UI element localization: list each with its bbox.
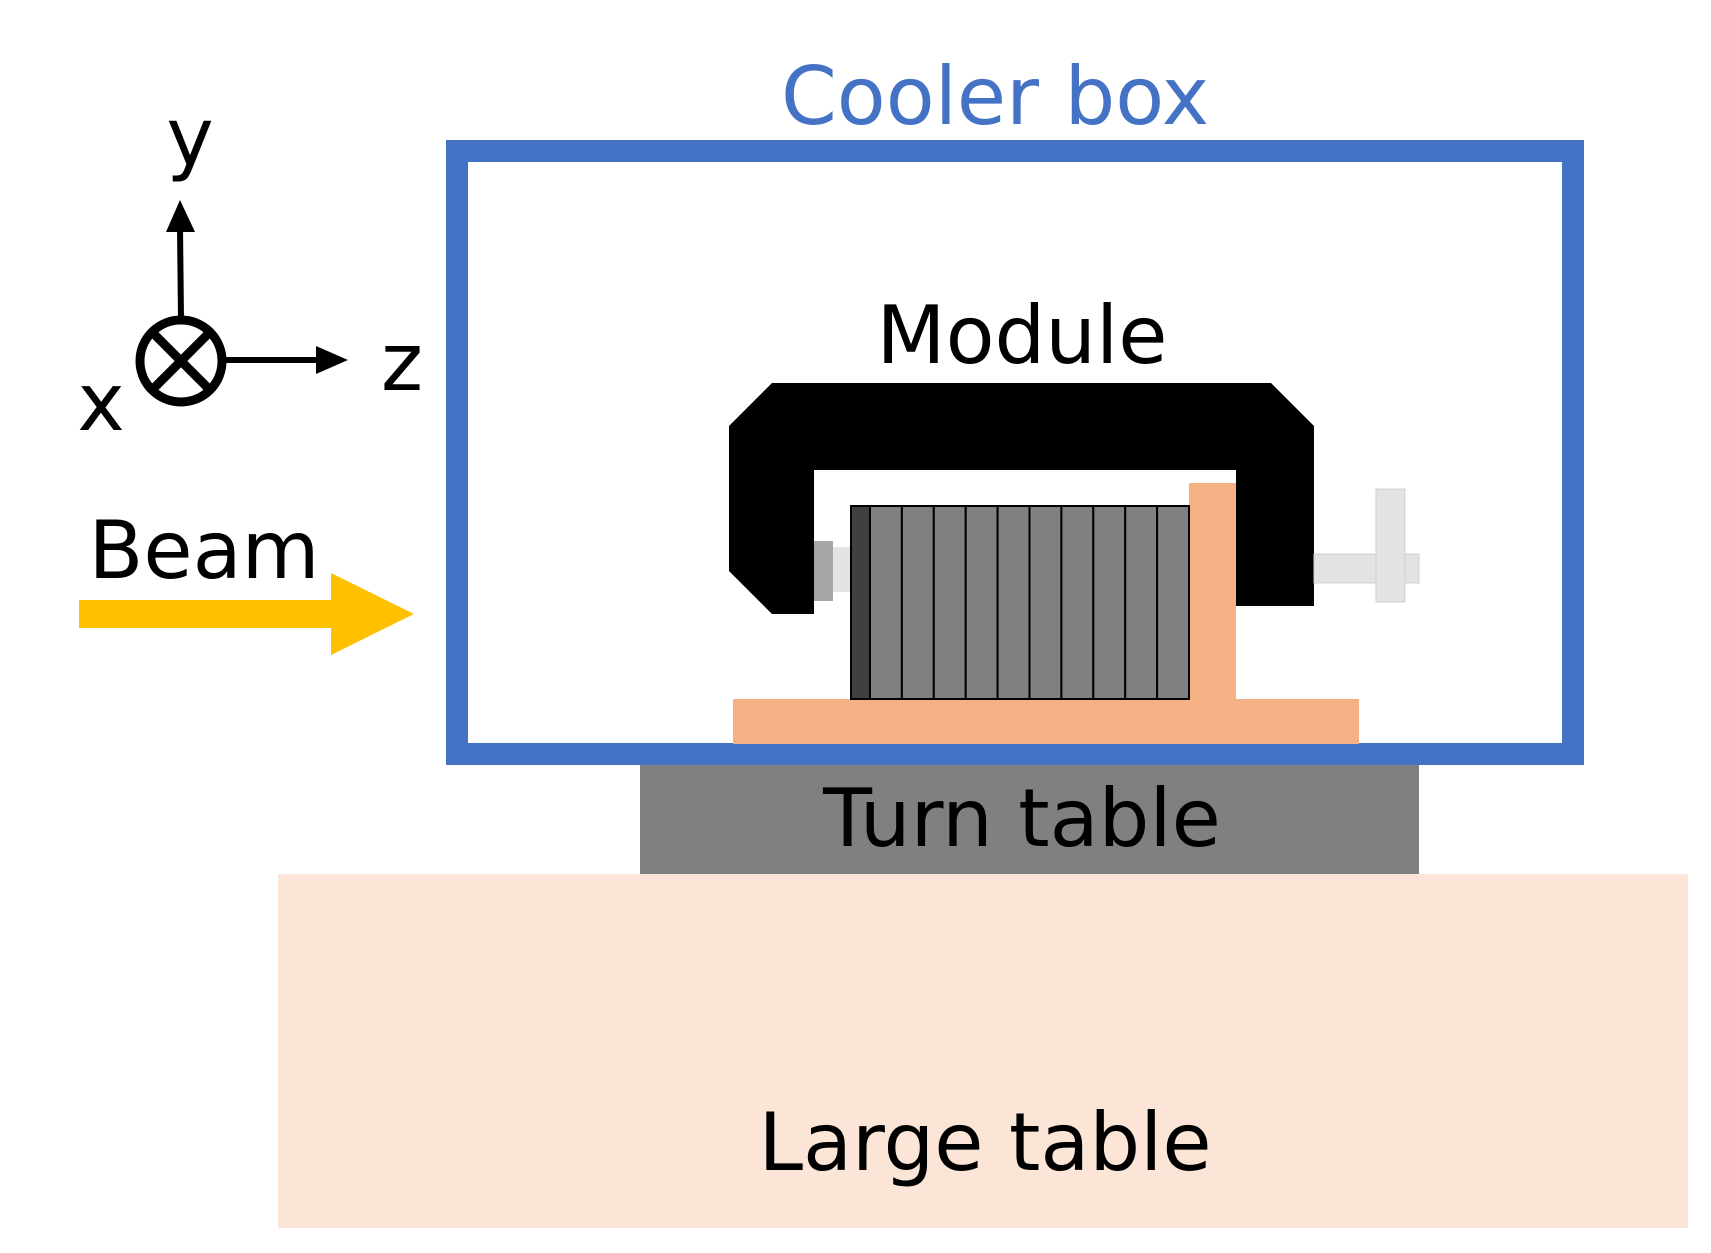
turn-table [640,764,1419,874]
module-plate [996,505,1031,700]
module-plate [964,505,999,700]
right-adjuster [1313,488,1420,603]
x-axis-label: x [77,356,124,449]
y-axis-arrowhead [166,200,195,232]
module-plate [1124,505,1159,700]
coordinate-axes: y z x [77,91,423,449]
large-table-label: Large table [758,1096,1211,1189]
module-frame [729,383,1314,614]
module-plate [869,505,903,700]
left-adjuster-pad [814,541,833,601]
left-adjuster-screw [833,547,850,592]
module-plate [1092,505,1127,700]
beam-arrow [79,573,414,655]
left-adjuster [814,541,850,601]
turn-table-label: Turn table [822,772,1221,865]
beam-label: Beam [88,504,319,597]
module-label: Module [877,289,1168,382]
module-plate [932,505,967,700]
z-axis-label: z [381,316,423,409]
y-axis-label: y [166,91,213,184]
cooler-box [446,140,1584,765]
module-plate-stack [850,505,1190,700]
cooler-box-label: Cooler box [781,50,1209,143]
module-plate [1156,505,1190,700]
module-plate [900,505,935,700]
module-plate [1060,505,1095,700]
z-axis-arrowhead [316,346,348,374]
module-support [733,483,1359,744]
module-plate [1028,505,1063,700]
module-plate [850,505,871,700]
large-table [278,874,1688,1228]
support-upright [1189,483,1236,699]
x-axis-cross-b [148,328,214,394]
y-axis-line [177,227,184,319]
right-adjuster-knob [1375,488,1406,603]
support-base [733,699,1359,744]
